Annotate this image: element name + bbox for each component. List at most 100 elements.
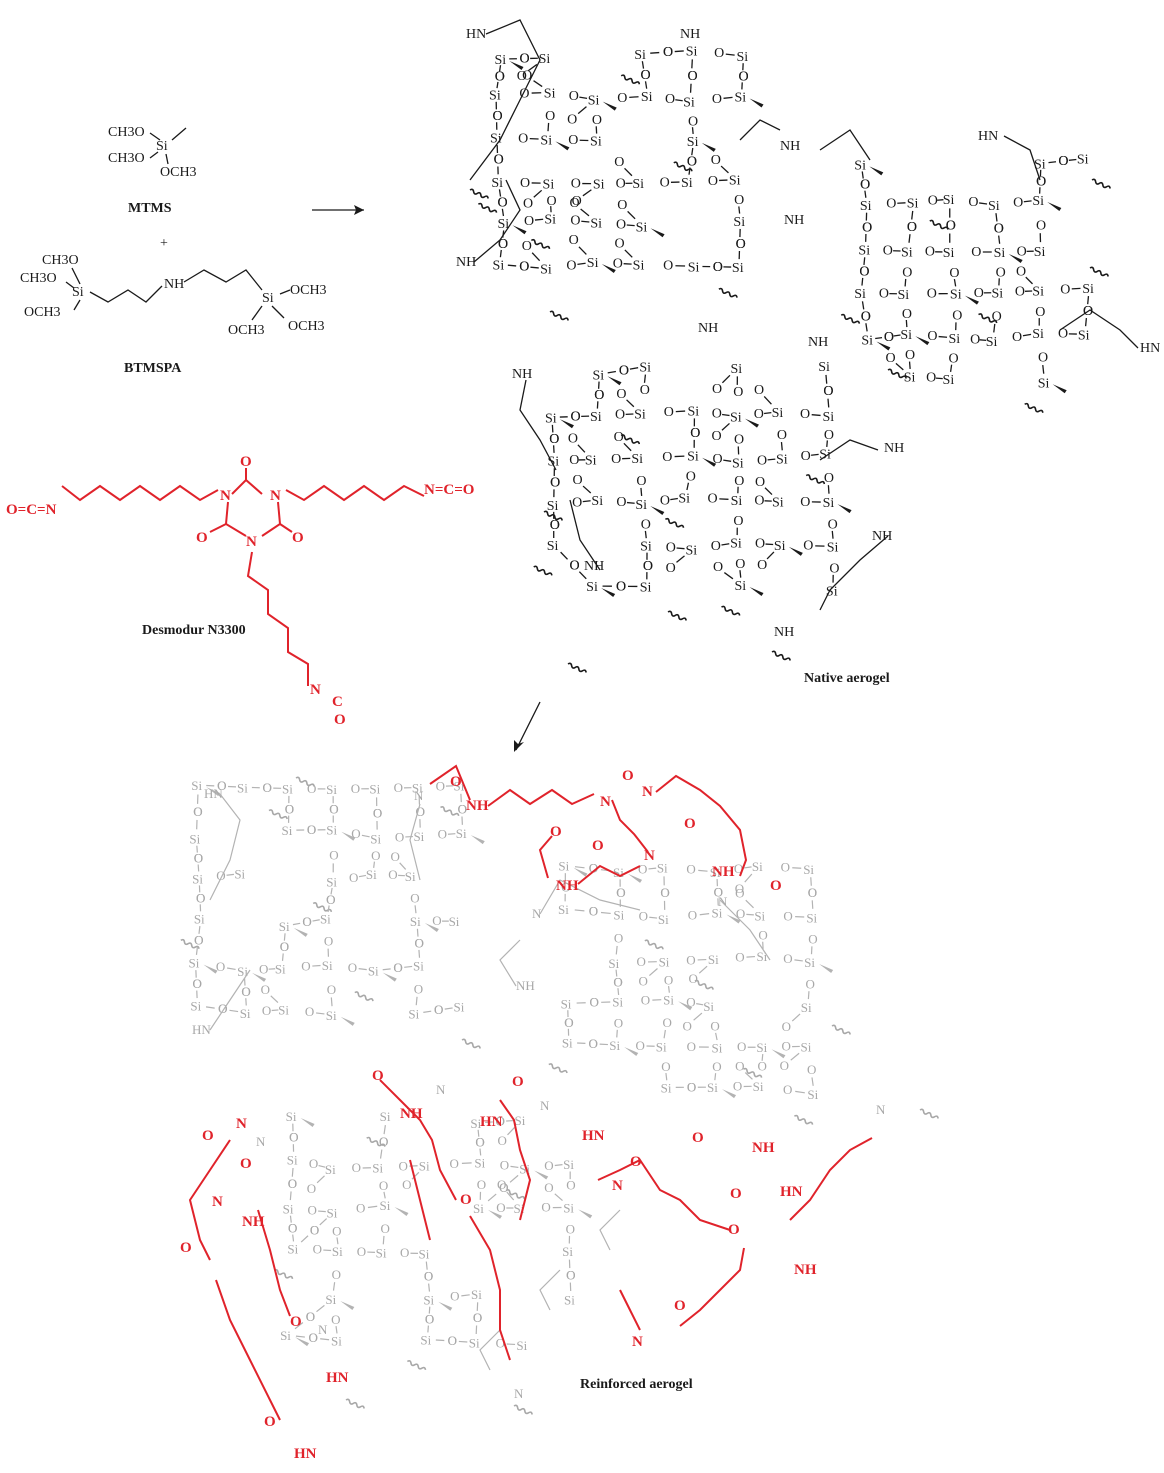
- si-atom: Si: [772, 406, 784, 421]
- o-atom: O: [549, 432, 559, 447]
- btmspa-group: CH3O: [42, 253, 79, 268]
- si-atom: Si: [240, 1006, 251, 1021]
- o-atom: O: [662, 450, 672, 465]
- si-atom: Si: [735, 90, 747, 105]
- o-atom: O: [324, 934, 333, 949]
- o-atom: O: [329, 848, 338, 863]
- o-atom: O: [663, 45, 673, 60]
- reinforced-aerogel-label: Reinforced aerogel: [580, 1377, 693, 1392]
- o-atom: O: [660, 885, 669, 900]
- o-atom: O: [572, 473, 582, 488]
- o-atom: O: [829, 561, 839, 576]
- o-atom: O: [348, 960, 357, 975]
- o-atom: O: [288, 1176, 297, 1191]
- urea-atom: O: [622, 768, 634, 784]
- o-atom: O: [326, 892, 335, 907]
- o-atom: O: [735, 557, 745, 572]
- o-atom: O: [996, 265, 1006, 280]
- o-atom: O: [438, 827, 447, 842]
- amine-group: HN: [1140, 341, 1160, 356]
- si-atom: Si: [636, 220, 648, 235]
- si-atom: Si: [519, 1162, 530, 1177]
- amine-group: HN: [978, 129, 998, 144]
- si-atom: Si: [992, 287, 1004, 302]
- o-atom: O: [550, 518, 560, 533]
- si-atom: Si: [687, 405, 699, 420]
- o-atom: O: [424, 1269, 433, 1284]
- si-atom: Si: [588, 94, 600, 109]
- si-atom: Si: [683, 96, 695, 111]
- si-atom: Si: [733, 215, 745, 230]
- si-atom: Si: [405, 869, 416, 884]
- o-atom: O: [391, 849, 400, 864]
- si-atom: Si: [191, 778, 202, 793]
- o-atom: O: [734, 861, 743, 876]
- si-atom: Si: [540, 263, 552, 278]
- o-atom: O: [307, 822, 316, 837]
- o-atom: O: [824, 471, 834, 486]
- urea-atom: O: [460, 1192, 472, 1208]
- si-atom: Si: [282, 782, 293, 797]
- o-atom: O: [561, 879, 570, 894]
- si-atom: Si: [471, 1287, 482, 1302]
- o-atom: O: [217, 778, 226, 793]
- o-atom: O: [1058, 154, 1068, 169]
- o-atom: O: [332, 1224, 341, 1239]
- o-atom: O: [733, 514, 743, 529]
- o-atom: O: [927, 287, 937, 302]
- o-atom: O: [617, 198, 627, 213]
- o-atom: O: [313, 1242, 322, 1257]
- o-atom: O: [713, 260, 723, 275]
- si-atom: Si: [907, 196, 919, 211]
- si-atom: Si: [237, 964, 248, 979]
- urea-atom: O: [290, 1314, 302, 1330]
- si-atom: Si: [943, 373, 955, 388]
- o-atom: O: [643, 559, 653, 574]
- o-atom: O: [450, 1156, 459, 1171]
- o-atom: O: [194, 851, 203, 866]
- urea-atom: NH: [712, 864, 735, 880]
- si-atom: Si: [591, 494, 603, 509]
- o-atom: O: [566, 1267, 575, 1282]
- o-atom: O: [616, 387, 626, 402]
- urea-atom: O: [264, 1414, 276, 1430]
- si-atom: Si: [368, 964, 379, 979]
- btmspa-group: OCH3: [288, 319, 325, 334]
- o-atom: O: [636, 954, 645, 969]
- o-atom: O: [808, 885, 817, 900]
- o-atom: O: [473, 1310, 482, 1325]
- si-atom: Si: [712, 1040, 723, 1055]
- desmodur-n: N: [270, 488, 281, 504]
- si-atom: Si: [608, 956, 619, 971]
- si-atom: Si: [994, 246, 1006, 261]
- si-atom: Si: [754, 908, 765, 923]
- amine-group: NH: [808, 335, 828, 350]
- o-atom: O: [949, 352, 959, 367]
- o-atom: O: [216, 868, 225, 883]
- si-atom: Si: [494, 53, 506, 68]
- si-atom: Si: [280, 1328, 291, 1343]
- btmspa-nh: NH: [164, 277, 184, 292]
- o-atom: O: [952, 309, 962, 324]
- btmspa-group: CH3O: [20, 271, 57, 286]
- o-atom: O: [594, 388, 604, 403]
- o-atom: O: [285, 801, 294, 816]
- o-atom: O: [568, 432, 578, 447]
- urea-atom: O: [730, 1186, 742, 1202]
- o-atom: O: [616, 579, 626, 594]
- o-atom: O: [712, 407, 722, 422]
- si-atom: Si: [657, 860, 668, 875]
- si-atom: Si: [419, 1158, 430, 1173]
- o-atom: O: [758, 928, 767, 943]
- si-atom: Si: [904, 370, 916, 385]
- o-atom: O: [326, 892, 335, 907]
- o-atom: O: [494, 153, 504, 168]
- si-atom: Si: [756, 949, 767, 964]
- urea-atom: NH: [556, 878, 579, 894]
- o-atom: O: [566, 1221, 575, 1236]
- si-atom: Si: [593, 368, 605, 383]
- o-atom: O: [589, 861, 598, 876]
- o-atom: O: [1016, 264, 1026, 279]
- o-atom: O: [712, 92, 722, 107]
- si-atom: Si: [539, 52, 551, 67]
